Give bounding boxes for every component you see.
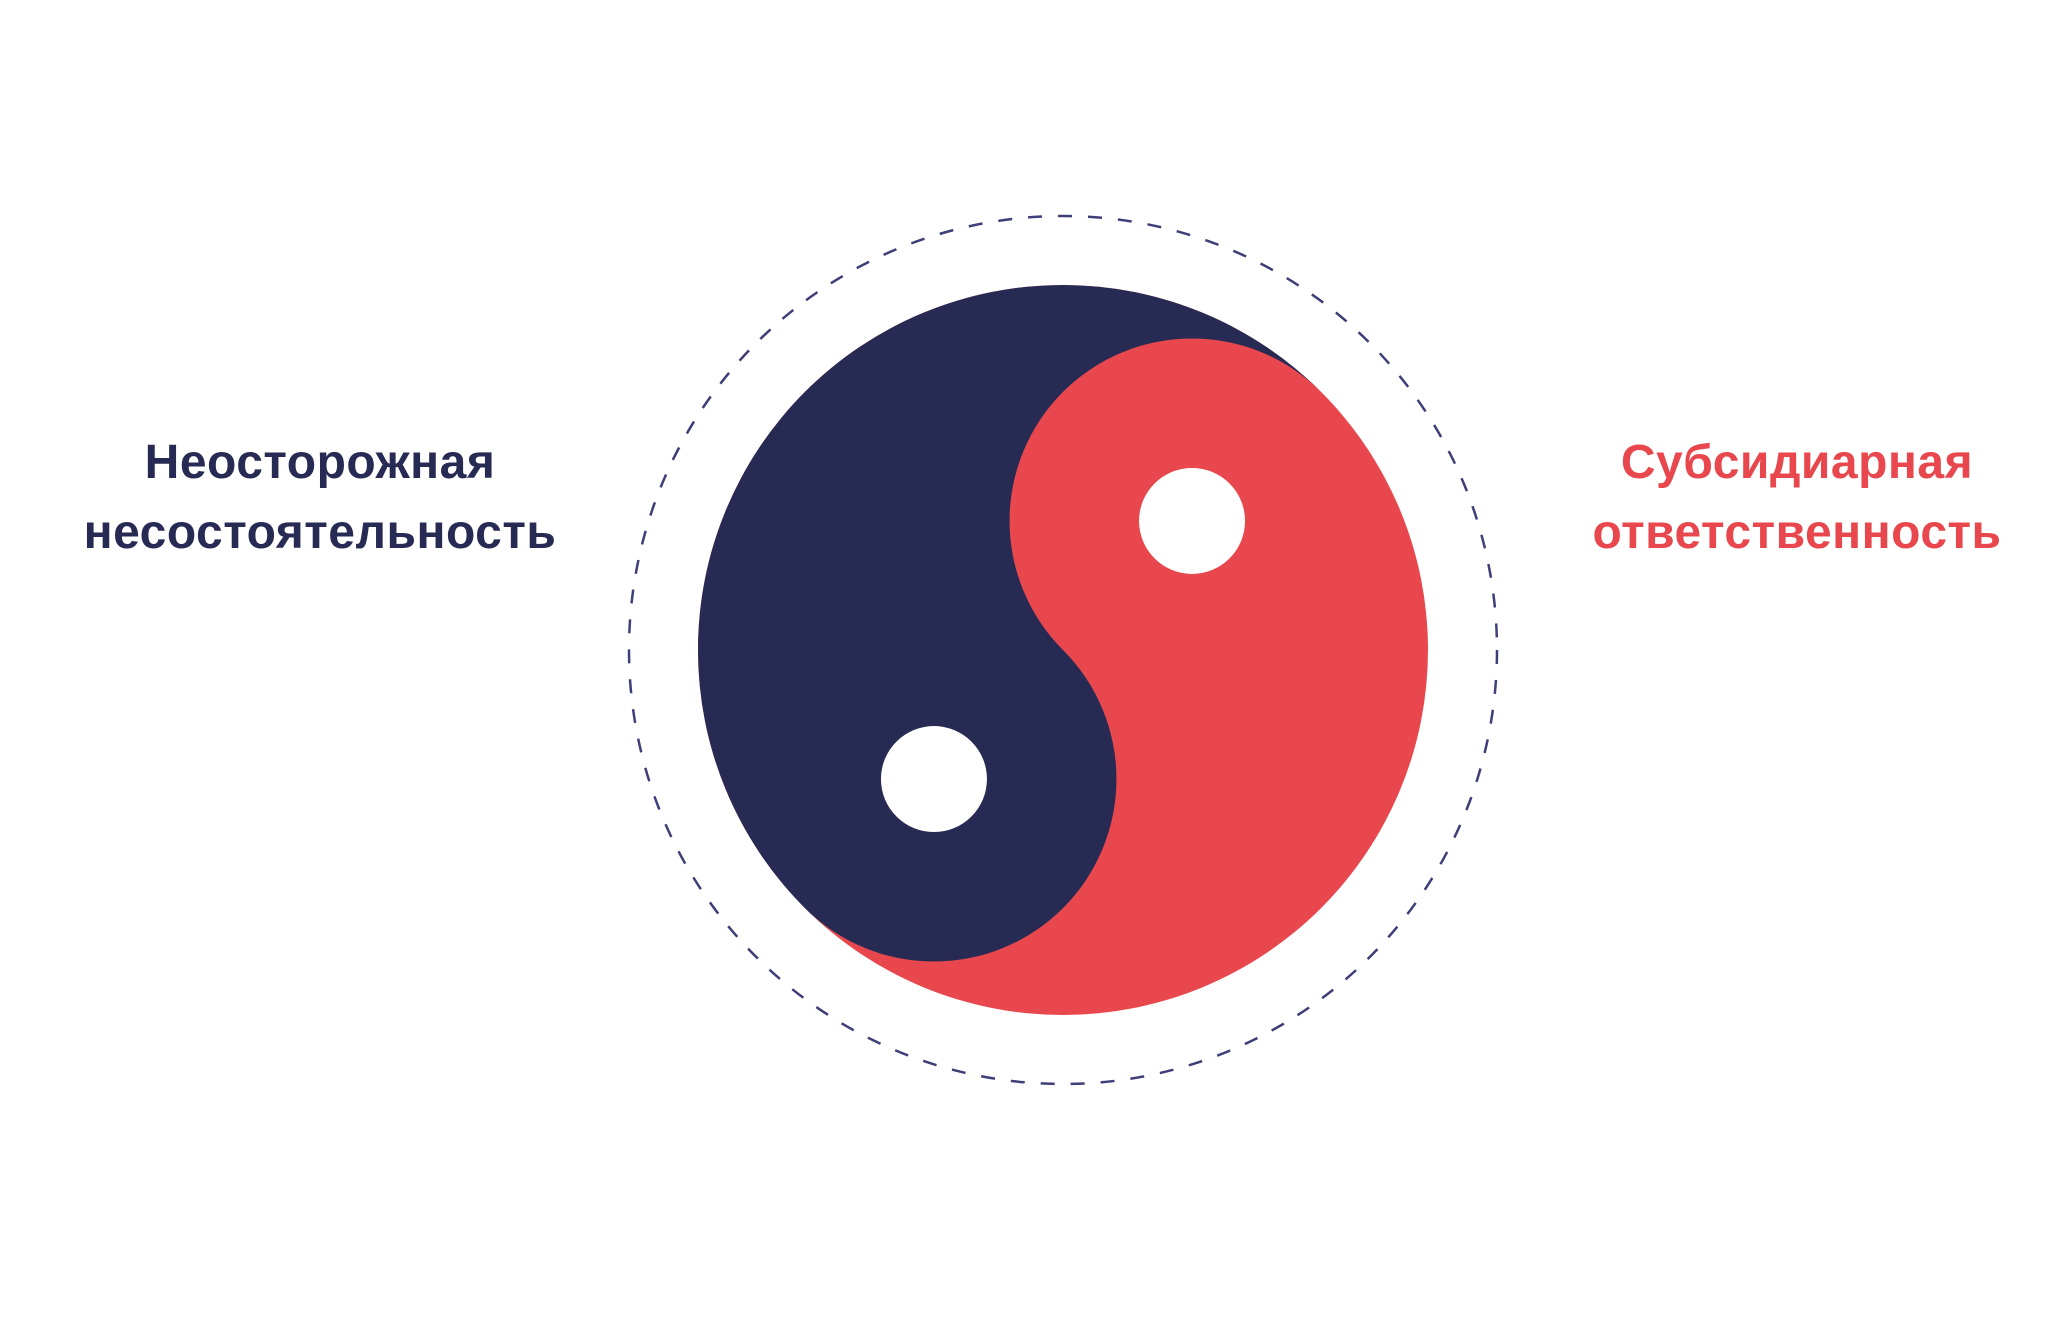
yin-yang-diagram (627, 214, 1499, 1086)
right-label-line2: ответственность (1592, 506, 2002, 559)
left-label: Неосторожная несостоятельность (10, 428, 630, 568)
yin-yang-dot-navy-side (880, 726, 987, 833)
right-label: Субсидиарная ответственность (1552, 428, 2042, 568)
yin-yang-icon (698, 284, 1428, 1015)
dashed-outline-circle (627, 214, 1499, 1086)
left-label-line1: Неосторожная (144, 436, 496, 489)
left-label-line2: несостоятельность (83, 506, 557, 559)
right-label-line1: Субсидиарная (1620, 436, 1974, 489)
yin-yang-navy-half (698, 285, 1322, 962)
yin-yang-dot-red-side (1139, 467, 1246, 574)
